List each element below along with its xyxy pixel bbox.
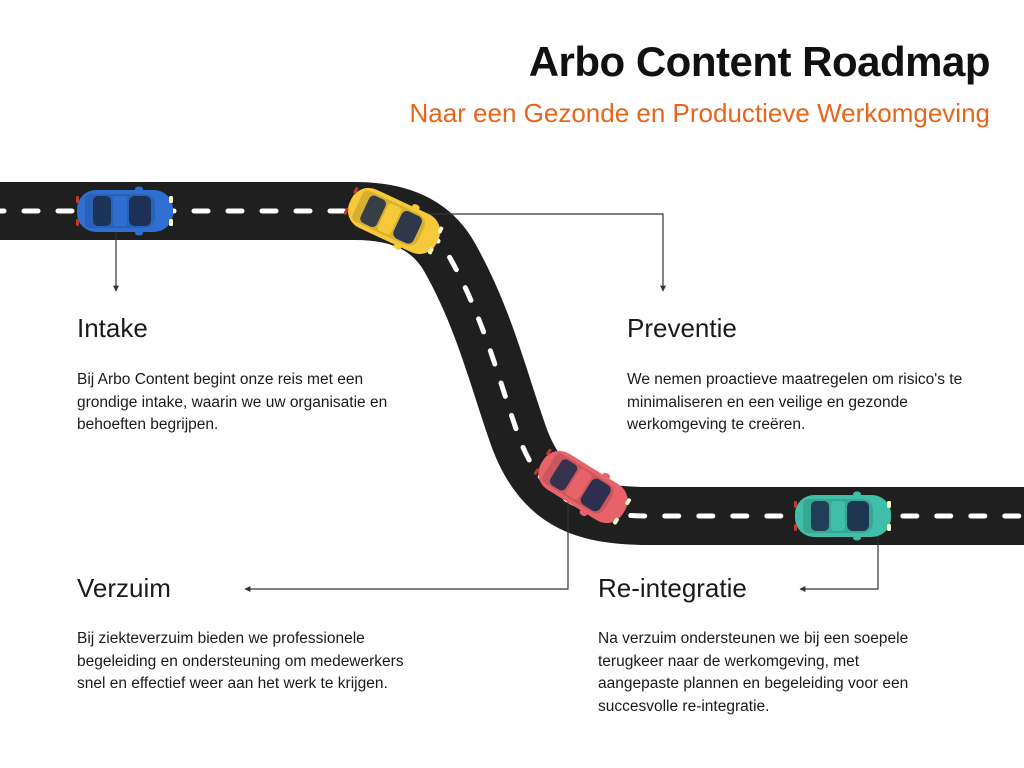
car-teal-icon	[794, 491, 891, 541]
step-title-reintegratie: Re-integratie	[598, 573, 747, 603]
page-title: Arbo Content Roadmap	[528, 38, 991, 85]
step-title-verzuim: Verzuim	[77, 573, 171, 603]
step-title-intake: Intake	[77, 313, 148, 343]
step-text-verzuim: Bij ziekteverzuim bieden we professionel…	[77, 630, 404, 692]
step-text-preventie: We nemen proactieve maatregelen om risic…	[627, 371, 963, 433]
road	[0, 182, 1024, 545]
car-blue-icon	[76, 186, 173, 236]
step-text-reintegratie: Na verzuim ondersteunen we bij een soepe…	[598, 630, 909, 715]
step-text-intake: Bij Arbo Content begint onze reis met ee…	[77, 371, 388, 433]
page-subtitle: Naar een Gezonde en Productieve Werkomge…	[409, 98, 990, 128]
step-title-preventie: Preventie	[627, 313, 737, 343]
